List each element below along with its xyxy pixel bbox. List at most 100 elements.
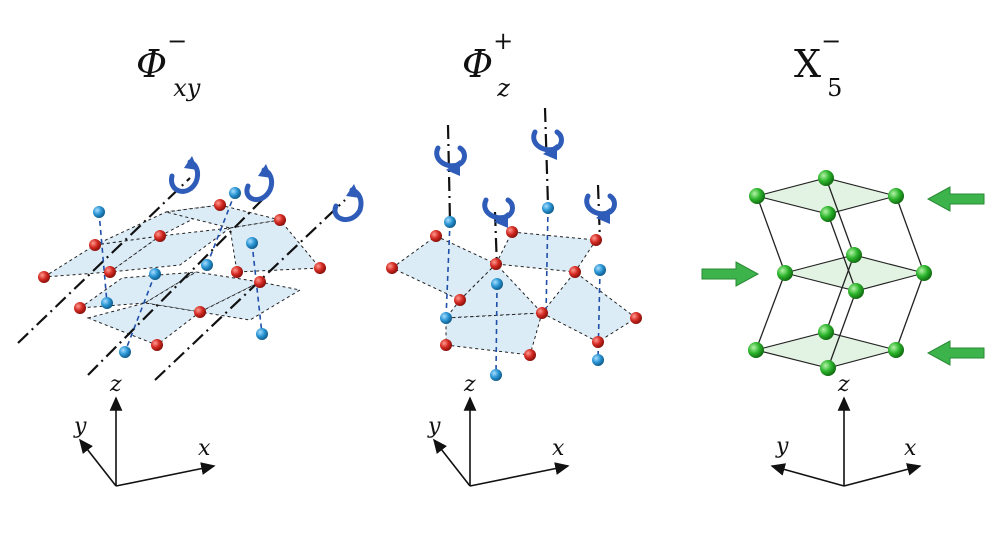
oxygen-atoms: [38, 199, 326, 351]
rotation-arrow-icon: [584, 193, 617, 217]
octahedral-plaquettes: [43, 204, 322, 346]
blue-atom: [119, 346, 131, 358]
red-atom: [254, 276, 266, 288]
y-axis: [433, 438, 471, 487]
red-atom: [386, 262, 398, 274]
blue-atom: [149, 268, 161, 280]
rotation-axis: [543, 107, 550, 206]
rotation-axis: [446, 124, 452, 223]
axis-label-z: z: [838, 372, 850, 397]
blue-atom: [201, 259, 213, 271]
apical-bond: [251, 242, 263, 335]
x-axis: [469, 462, 570, 487]
plaquette: [541, 271, 637, 343]
displacement-arrows: [701, 186, 985, 366]
panel-title-x5: X−5: [794, 29, 842, 99]
title-symbol: Φ: [136, 42, 168, 86]
arrowhead-icon: [346, 184, 360, 198]
green-atoms: [748, 170, 932, 376]
apical-bonds: [98, 192, 263, 353]
title-superscript: −: [167, 27, 188, 56]
apical-bond: [98, 211, 108, 304]
bond: [755, 272, 786, 351]
green-atom: [916, 265, 932, 281]
rotation-arrows: [434, 129, 617, 221]
red-atom: [590, 234, 602, 246]
green-atom: [818, 170, 834, 186]
blue-atom: [490, 369, 502, 381]
red-atom: [524, 349, 536, 361]
title-symbol: X: [794, 42, 822, 86]
rotation-arrow-icon: [482, 197, 515, 221]
red-atom: [89, 239, 101, 251]
red-atom: [490, 258, 502, 270]
red-atom: [274, 214, 286, 226]
blue-atom: [101, 297, 113, 309]
bond: [825, 177, 855, 256]
rotation-axes: [17, 177, 346, 381]
rotation-axis: [87, 191, 271, 376]
red-atom: [154, 230, 166, 242]
blue-atom: [491, 278, 503, 290]
arrowhead-icon: [543, 144, 557, 160]
axis-label-y: y: [74, 414, 87, 439]
blue-atom: [594, 264, 606, 276]
red-atom: [74, 302, 86, 314]
panel-phi-z-plus: [386, 107, 642, 487]
blue-atom: [256, 328, 268, 340]
y-axis: [79, 438, 117, 487]
cation-atoms: [93, 187, 268, 358]
arrowhead-icon: [494, 212, 508, 228]
red-atom: [314, 262, 326, 274]
axis-label-z: z: [110, 372, 122, 397]
bond: [825, 254, 855, 333]
red-atom: [151, 339, 163, 351]
rotation-arrow-icon: [531, 129, 564, 153]
axes-triad: [770, 396, 922, 487]
red-atom: [231, 266, 243, 278]
apical-bond: [124, 273, 156, 353]
title-subscript: xy: [173, 73, 201, 102]
plaquette: [445, 312, 543, 356]
arrow-left-icon: [926, 186, 985, 212]
blue-atom: [229, 187, 241, 199]
axes-triad: [433, 396, 570, 487]
arrowhead-icon: [596, 208, 610, 224]
oxygen-atoms: [386, 226, 642, 361]
x-axis: [115, 462, 216, 487]
red-atom: [506, 226, 518, 238]
blue-atom: [542, 202, 554, 214]
green-atom: [777, 265, 793, 281]
plaquette: [495, 231, 597, 273]
axis-label-x: x: [904, 436, 917, 461]
green-atom: [820, 360, 836, 376]
axes-triad: [79, 396, 216, 487]
plaquette: [444, 263, 544, 319]
cation-atoms: [440, 202, 606, 381]
axis-label-z: z: [464, 372, 476, 397]
arrowhead-icon: [258, 164, 272, 178]
plaquette: [229, 219, 322, 273]
arrowhead-icon: [446, 160, 460, 176]
green-atom: [748, 342, 764, 358]
red-atom: [569, 266, 581, 278]
title-symbol: Φ: [462, 42, 494, 86]
rotation-arrow-icon: [434, 145, 467, 169]
arrow-left-icon: [926, 340, 985, 366]
red-atom: [104, 266, 116, 278]
bond: [895, 272, 925, 351]
green-faces: [755, 177, 927, 369]
x-axis: [843, 463, 922, 487]
y-axis: [770, 463, 845, 487]
red-atom: [214, 199, 226, 211]
green-atom: [846, 247, 862, 263]
plaquette: [43, 235, 161, 278]
title-subscript: z: [497, 73, 510, 102]
green-atom: [848, 283, 864, 299]
green-atom: [820, 206, 836, 222]
title-subscript: 5: [827, 73, 843, 102]
bond: [827, 290, 857, 369]
arrowhead-icon: [184, 156, 198, 170]
green-atom: [818, 324, 834, 340]
blue-atom: [592, 354, 604, 366]
